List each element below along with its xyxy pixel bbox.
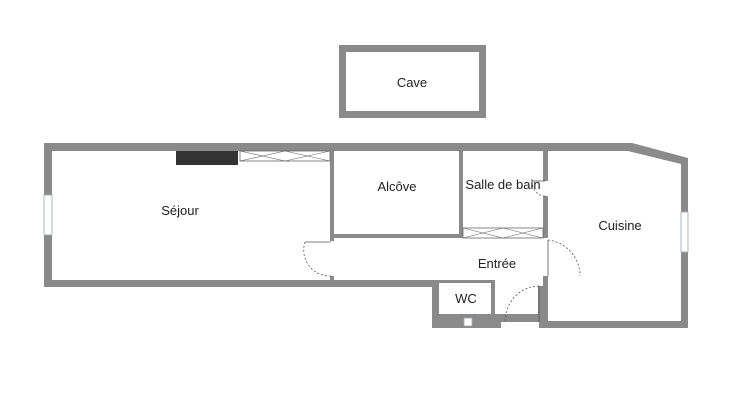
label-sejour: Séjour: [161, 203, 199, 218]
closet-sejour: [239, 150, 331, 162]
cave-room: [339, 45, 486, 118]
interior-walls: [330, 151, 548, 326]
label-cuisine: Cuisine: [598, 218, 641, 233]
door-salle-de-bain: [531, 180, 546, 197]
radiator: [176, 151, 238, 165]
window-sejour: [43, 194, 53, 236]
door-entrance: [504, 285, 540, 323]
closet-entree: [462, 227, 544, 239]
label-entree: Entrée: [478, 256, 516, 271]
label-wc: WC: [455, 291, 477, 306]
label-cave: Cave: [397, 75, 427, 90]
door-cuisine: [547, 239, 581, 277]
wc-vent: [463, 317, 473, 327]
label-alcove: Alcôve: [377, 179, 416, 194]
door-sejour: [303, 241, 332, 277]
label-salle-de-bain: Salle de bain: [465, 177, 540, 192]
window-cuisine: [680, 211, 689, 253]
